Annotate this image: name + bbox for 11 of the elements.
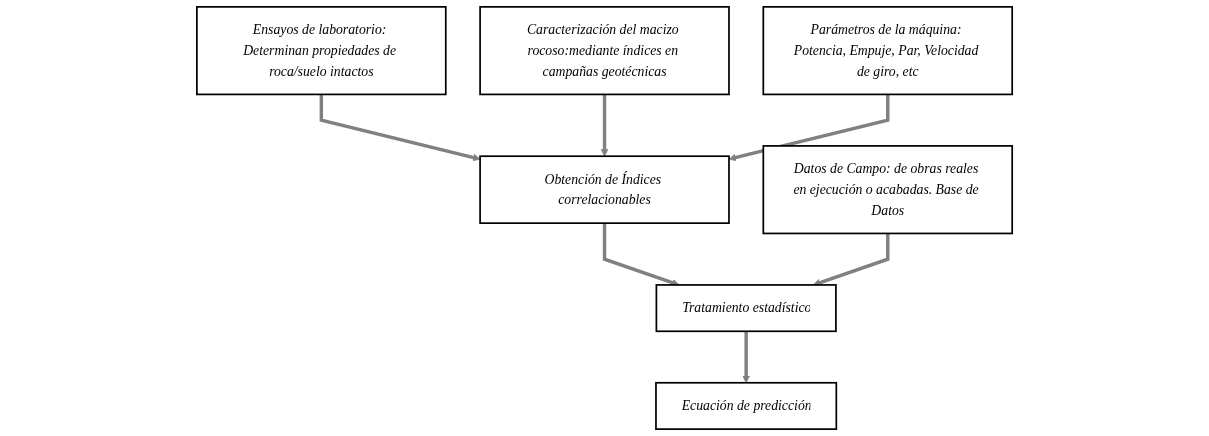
node-box: Obtención de Índices correlacionables <box>479 155 730 224</box>
node-box: Datos de Campo: de obras reales en ejecución o acabadas. Base de Datos <box>762 145 1013 235</box>
node-box: Caracterización del macizo rocoso:mediante índices en campañas geotécnicas <box>479 6 730 96</box>
arrow <box>728 94 890 162</box>
node-box: Tratamiento estadístico <box>655 284 837 333</box>
arrow <box>600 94 609 157</box>
node-box: Ensayos de laboratorio: Determinan propiedades de roca/suelo intactos <box>195 6 447 96</box>
node-box: Ecuación de predicción <box>655 381 838 430</box>
arrow <box>319 94 481 162</box>
arrow <box>742 331 750 384</box>
node-box: Parámetros de la máquina: Potencia, Empuje, Par, Velocidad de giro, etc <box>762 6 1013 96</box>
